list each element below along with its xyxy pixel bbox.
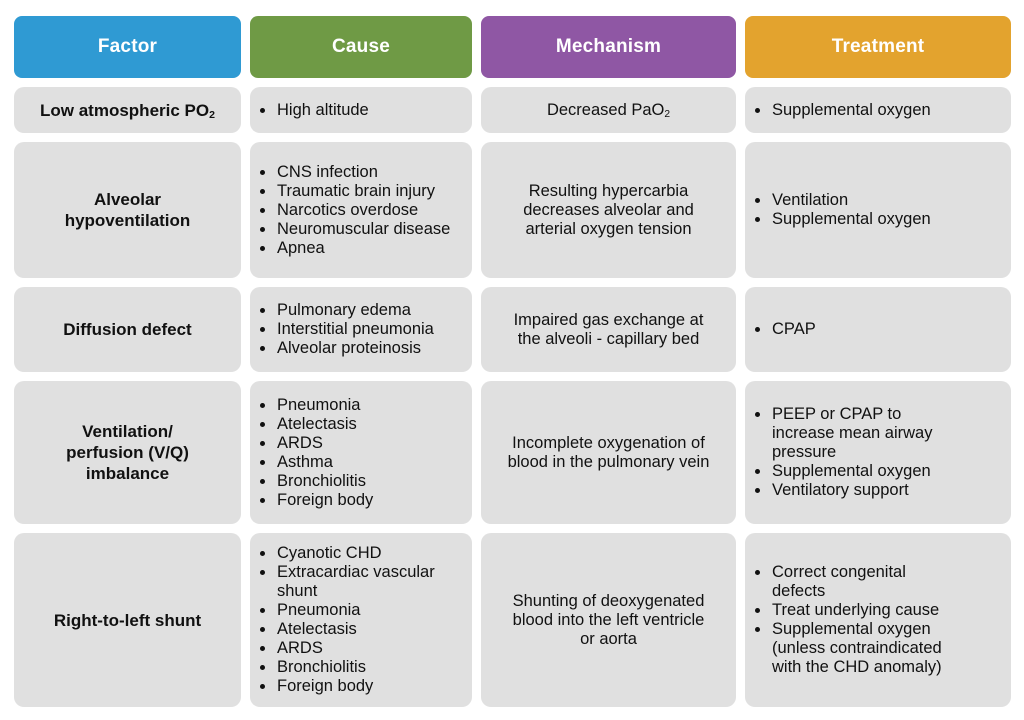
cause-cell: PneumoniaAtelectasisARDSAsthmaBronchioli… [250,381,472,524]
list-item: Ventilation [771,191,956,210]
mechanism-text: Shunting of deoxygenated blood into the … [512,591,705,648]
list-item: Apnea [276,239,454,258]
list-item: Neuromuscular disease [276,220,454,239]
header-mechanism: Mechanism [481,16,736,78]
factor-text: Right-to-left shunt [53,610,202,630]
cause-list: Cyanotic CHDExtracardiac vascular shuntP… [250,544,454,696]
factor-cell-right-to-left-shunt: Right-to-left shunt [14,533,241,707]
factor-cell-alveolar-hypoventilation: Alveolar hypoventilation [14,142,241,278]
treatment-cell: VentilationSupplemental oxygen [745,142,1011,278]
treatment-list: Supplemental oxygen [745,101,956,120]
list-item: Bronchiolitis [276,658,454,677]
treatment-cell: CPAP [745,287,1011,372]
list-item: Asthma [276,453,454,472]
list-item: Supplemental oxygen (unless contraindica… [771,620,956,677]
treatment-cell: PEEP or CPAP to increase mean airway pre… [745,381,1011,524]
list-item: Treat underlying cause [771,601,956,620]
cause-list: CNS infectionTraumatic brain injuryNarco… [250,163,454,258]
factor-text: Alveolar hypoventilation [64,190,191,230]
list-item: Pneumonia [276,601,454,620]
factor-subscript: 2 [209,109,215,122]
mechanism-text: Incomplete oxygenation of blood in the p… [507,433,710,471]
list-item: Traumatic brain injury [276,182,454,201]
factor-text: Ventilation/ perfusion (V/Q) imbalance [66,422,189,483]
mechanism-cell: Resulting hypercarbia decreases alveolar… [481,142,736,278]
cause-cell: Pulmonary edemaInterstitial pneumoniaAlv… [250,287,472,372]
list-item: PEEP or CPAP to increase mean airway pre… [771,405,956,462]
list-item: ARDS [276,639,454,658]
list-item: Cyanotic CHD [276,544,454,563]
treatment-list: Correct congenital defectsTreat underlyi… [745,563,956,677]
factor-text: Low atmospheric PO2 [40,100,215,122]
treatment-list: PEEP or CPAP to increase mean airway pre… [745,405,956,500]
list-item: Supplemental oxygen [771,462,956,481]
list-item: Foreign body [276,677,454,696]
treatment-cell: Supplemental oxygen [745,87,1011,133]
list-item: Pneumonia [276,396,454,415]
list-item: Supplemental oxygen [771,101,956,120]
list-item: Atelectasis [276,620,454,639]
mechanism-text: Decreased PaO2 [546,100,671,121]
list-item: Narcotics overdose [276,201,454,220]
list-item: Supplemental oxygen [771,210,956,229]
treatment-cell: Correct congenital defectsTreat underlyi… [745,533,1011,707]
cause-cell: Cyanotic CHDExtracardiac vascular shuntP… [250,533,472,707]
header-cause: Cause [250,16,472,78]
hypoxemia-factors-table: Factor Cause Mechanism Treatment Low atm… [14,16,1011,707]
list-item: Correct congenital defects [771,563,956,601]
treatment-list: CPAP [745,320,956,339]
list-item: Extracardiac vascular shunt [276,563,454,601]
list-item: Alveolar proteinosis [276,339,454,358]
cause-cell: CNS infectionTraumatic brain injuryNarco… [250,142,472,278]
list-item: Pulmonary edema [276,301,454,320]
factor-text: Diffusion defect [63,320,192,339]
list-item: Foreign body [276,491,454,510]
cause-list: PneumoniaAtelectasisARDSAsthmaBronchioli… [250,396,454,510]
cause-list: Pulmonary edemaInterstitial pneumoniaAlv… [250,301,454,358]
factor-cell-diffusion-defect: Diffusion defect [14,287,241,372]
mechanism-subscript: 2 [664,109,671,121]
factor-cell-low-atmospheric-po2: Low atmospheric PO2 [14,87,241,133]
mechanism-cell: Incomplete oxygenation of blood in the p… [481,381,736,524]
list-item: CPAP [771,320,956,339]
mechanism-text: Resulting hypercarbia decreases alveolar… [523,181,694,238]
cause-cell: High altitude [250,87,472,133]
cause-list: High altitude [250,101,454,120]
list-item: Bronchiolitis [276,472,454,491]
list-item: Ventilatory support [771,481,956,500]
mechanism-cell: Decreased PaO2 [481,87,736,133]
list-item: Atelectasis [276,415,454,434]
factor-cell-vq-imbalance: Ventilation/ perfusion (V/Q) imbalance [14,381,241,524]
list-item: ARDS [276,434,454,453]
mechanism-cell: Impaired gas exchange at the alveoli - c… [481,287,736,372]
mechanism-text: Impaired gas exchange at the alveoli - c… [513,310,704,348]
list-item: Interstitial pneumonia [276,320,454,339]
header-treatment: Treatment [745,16,1011,78]
list-item: CNS infection [276,163,454,182]
header-factor: Factor [14,16,241,78]
mechanism-cell: Shunting of deoxygenated blood into the … [481,533,736,707]
list-item: High altitude [276,101,454,120]
treatment-list: VentilationSupplemental oxygen [745,191,956,229]
